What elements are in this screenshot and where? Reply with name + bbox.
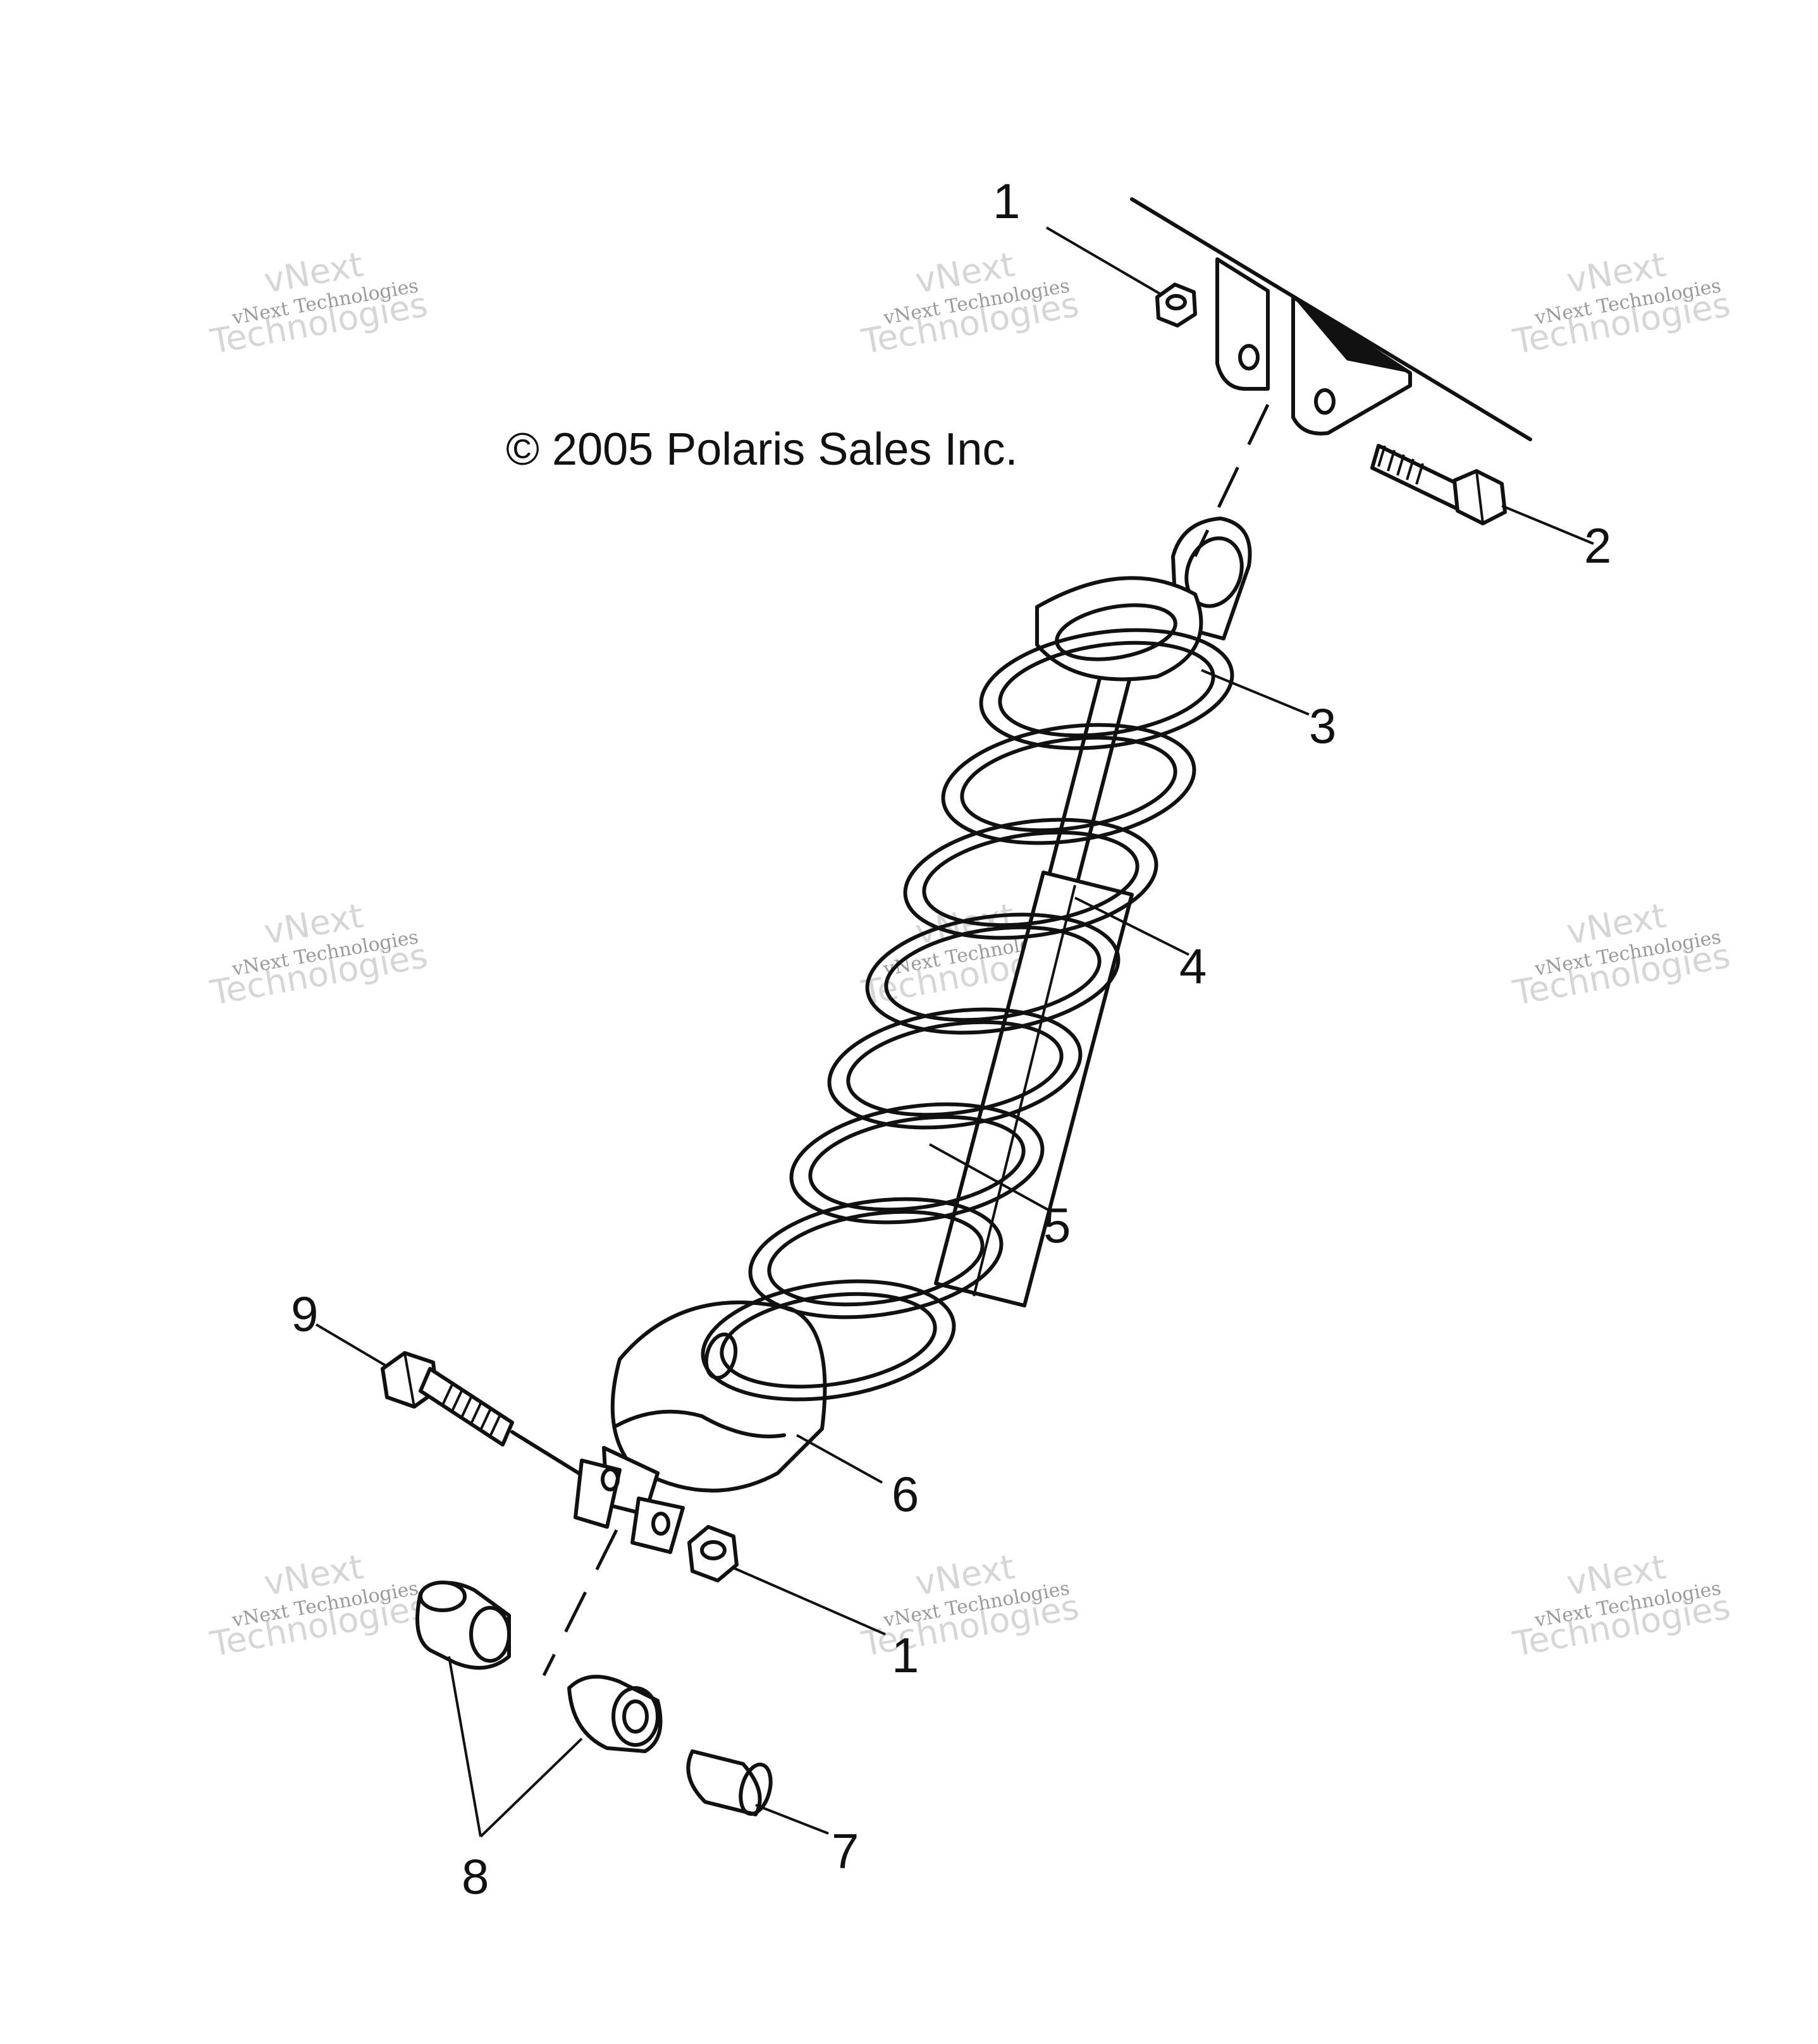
coil-spring — [701, 628, 1234, 1402]
sleeve — [686, 1749, 773, 1816]
bushing-right — [567, 1675, 663, 1753]
frame-bracket — [1130, 197, 1532, 441]
callout-1-top: 1 — [993, 173, 1020, 229]
shock-absorber — [574, 517, 1252, 1554]
callout-8: 8 — [462, 1849, 489, 1904]
leader-lines — [315, 226, 1594, 1838]
copyright-notice: © 2005 Polaris Sales Inc. — [506, 424, 1017, 475]
watermark: vNext Technologies vNext Technologies — [207, 896, 431, 1013]
callout-3: 3 — [1309, 698, 1336, 754]
callout-5: 5 — [1043, 1197, 1071, 1253]
watermark: vNext Technologies vNext Technologies — [1509, 1547, 1733, 1665]
centerline-top — [1193, 403, 1270, 558]
nut-bottom — [687, 1525, 739, 1582]
watermark: vNext Technologies vNext Technologies — [207, 1547, 431, 1665]
callout-6: 6 — [892, 1466, 919, 1522]
watermark: vNext Technologies vNext Technologies — [1509, 896, 1733, 1013]
callout-9: 9 — [291, 1286, 318, 1342]
callout-7: 7 — [832, 1823, 859, 1879]
watermark: vNext Technologies vNext Technologies — [858, 245, 1082, 362]
bushing-left — [415, 1581, 511, 1670]
bolt-axis-line — [510, 1430, 580, 1475]
centerline-bottom — [542, 1529, 618, 1677]
callout-2: 2 — [1584, 518, 1611, 573]
callout-4: 4 — [1179, 938, 1207, 994]
watermark: vNext Technologies vNext Technologies — [1509, 245, 1733, 362]
bolt-bottom — [381, 1351, 514, 1447]
watermark: vNext Technologies vNext Technologies — [207, 245, 431, 362]
nut-top — [1155, 283, 1197, 327]
bolt-top — [1370, 444, 1507, 525]
callout-1-bottom: 1 — [892, 1627, 919, 1683]
watermark: vNext Technologies vNext Technologies — [858, 1547, 1082, 1665]
